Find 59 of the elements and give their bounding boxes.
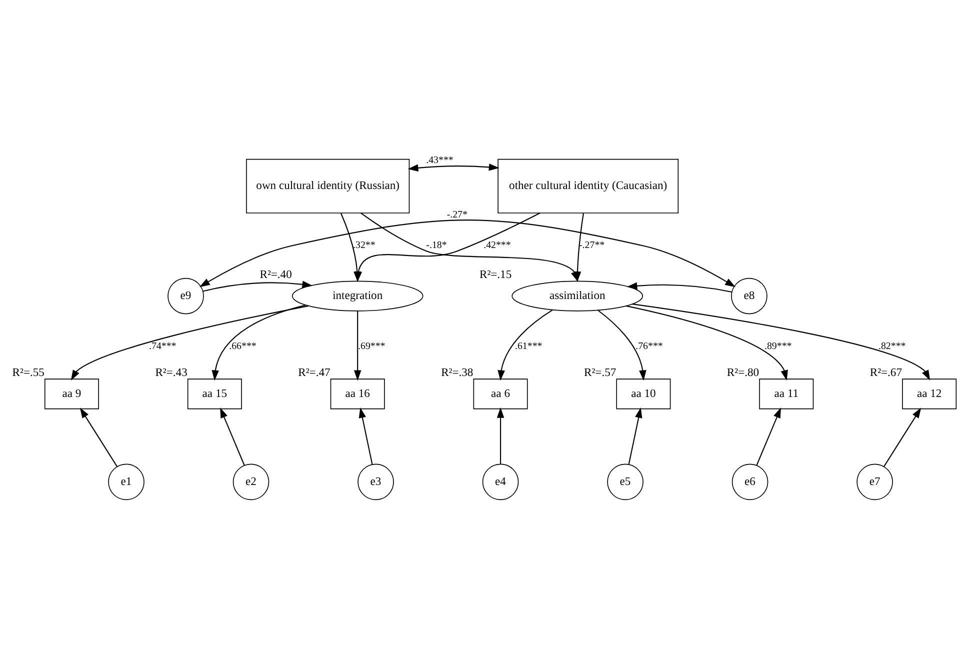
arrow (756, 407, 781, 466)
node-label: R²=.43 (155, 365, 188, 378)
arrow (884, 407, 922, 466)
arrow (212, 304, 306, 380)
arrow (628, 406, 642, 464)
arrow (626, 304, 788, 380)
edge-label: .61*** (514, 340, 542, 352)
node-label: R²=.38 (441, 365, 474, 378)
node-circle: e2 (232, 463, 270, 500)
node-circle: e5 (607, 463, 644, 500)
node-circle: e7 (856, 463, 893, 500)
node-label: R²=.67 (870, 365, 902, 378)
arrow (498, 309, 553, 380)
node-label: R²=.55 (12, 365, 44, 378)
edge-label: -.27* (446, 208, 468, 220)
arrow (408, 163, 500, 172)
node-box: aa 6 (473, 378, 528, 409)
node-label: R²=.57 (584, 365, 616, 378)
edge-label: -.18* (426, 240, 447, 251)
arrow (626, 282, 732, 292)
arrow (70, 304, 309, 380)
node-box: aa 9 (44, 378, 99, 409)
node-circle: e6 (732, 463, 768, 500)
edge-label: .42*** (484, 240, 511, 251)
edge-label: .82*** (878, 340, 906, 352)
node-box: aa 15 (187, 378, 242, 409)
edge-label: .43*** (426, 154, 454, 166)
edge-label: .69*** (358, 340, 386, 352)
edge-label: .32** (353, 240, 376, 251)
arrow (199, 219, 736, 287)
node-label: R²=.47 (298, 365, 330, 378)
node-circle: e9 (168, 277, 204, 314)
edge-label: .89*** (764, 340, 792, 352)
node-box: aa 12 (902, 378, 957, 409)
node-label: R²=.40 (260, 268, 292, 281)
arrow (354, 310, 362, 380)
node-box: aa 10 (616, 378, 671, 409)
arrow (220, 407, 245, 466)
node-box: aa 11 (759, 378, 814, 409)
node-circle: e3 (358, 463, 394, 500)
node-label: R²=.15 (480, 268, 512, 281)
arrow (574, 212, 584, 282)
edge-label: .74*** (148, 340, 176, 352)
arrow (632, 303, 930, 380)
arrow (496, 406, 504, 464)
node-circle: e8 (731, 277, 768, 314)
edge-label: .76*** (636, 340, 663, 352)
arrow (358, 406, 373, 464)
node-circle: e4 (482, 463, 519, 500)
node-box: own cultural identity (Russian) (246, 158, 410, 213)
edge-label: -.27** (579, 240, 605, 251)
node-box: aa 16 (330, 378, 385, 409)
arrow (598, 309, 646, 380)
arrow (80, 407, 118, 466)
edge-label: .66*** (229, 340, 256, 352)
node-circle: e1 (108, 463, 144, 500)
node-label: R²=.80 (726, 365, 760, 378)
arrow (202, 280, 313, 292)
node-box: other cultural identity (Caucasian) (498, 158, 679, 213)
